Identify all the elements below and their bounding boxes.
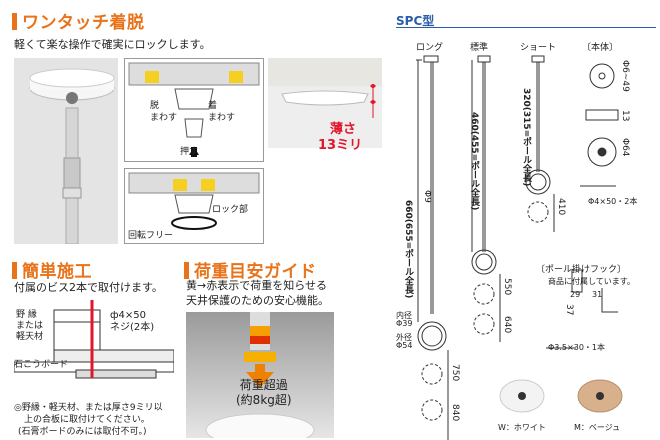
long-len-label: 660(655=ポール全長)	[403, 200, 413, 299]
ring-inner-value: Φ39	[396, 319, 413, 328]
ceiling-hanger-photo-icon	[14, 58, 118, 245]
hook-sub: 商品に付属しています。	[548, 277, 635, 286]
ring-inner-label: 内径	[396, 311, 412, 320]
screw-spec-label: ф4×50 ネジ(2本)	[110, 310, 155, 333]
product-photo	[14, 58, 118, 245]
hook-h: 37	[564, 304, 574, 316]
col-body: 〔本体〕	[582, 43, 619, 53]
col-standard: 標準	[470, 43, 489, 53]
hook-w2: 31	[592, 290, 603, 299]
load-indicator-photo	[186, 312, 334, 440]
short-len-label: 320(315=ポール全長)	[521, 88, 531, 187]
beige-label: M：ベージュ	[574, 423, 621, 432]
load-indicator-icon	[205, 312, 315, 440]
load-guide-desc2: 天井保護のための安心機能。	[186, 294, 329, 307]
thin-value: 13ミリ	[318, 138, 363, 153]
rotate-off-label: 脱 まわす	[150, 101, 178, 123]
rotate-on-label: 着 まわす	[208, 101, 236, 123]
spc-divider	[396, 27, 656, 28]
dim-750: 750	[450, 364, 460, 382]
body-dia1: Φ6~49	[620, 60, 630, 92]
ring-outer-label: 外径	[396, 333, 412, 342]
lock-diagram-icon	[128, 172, 260, 230]
dim-410: 410	[556, 198, 566, 216]
col-long: ロング	[416, 43, 444, 53]
hook-title: 〔ポール掛けフック〕	[536, 265, 627, 275]
load-guide-title: 荷重目安ガイド	[184, 257, 317, 282]
hook-w: 29	[570, 290, 581, 299]
lock-part-label: ロック部	[212, 205, 249, 215]
color-swatches-icon	[499, 379, 623, 413]
body-height: 13	[620, 110, 630, 122]
push-label: 押す	[180, 147, 199, 157]
std-len-label: 460(455=ポール全長)	[469, 112, 479, 211]
col-short: ショート	[520, 43, 557, 53]
note-line2: 上の合板に取付けてください。	[24, 415, 150, 425]
install-diagram-icon	[14, 300, 174, 379]
dim-640: 640	[502, 316, 512, 334]
body-dia2: Φ64	[620, 138, 630, 157]
pole-dimension-drawing	[416, 55, 619, 440]
dim-550: 550	[502, 278, 512, 296]
spc-title: SPC型	[396, 14, 435, 28]
hook-screw: Φ3.5×30・1本	[548, 343, 605, 352]
white-label: W：ホワイト	[498, 423, 546, 432]
note-line1: ◎野縁・軽天材、または厚さ9ミリ以	[14, 403, 163, 413]
title-bar-icon	[12, 13, 17, 30]
joist-label: 野 縁 または 軽天材	[16, 310, 44, 342]
free-rotate-label: 回転フリー	[128, 231, 174, 241]
thin-label: 薄さ	[330, 122, 357, 137]
one-touch-desc: 軽くて楽な操作で確実にロックします。	[14, 38, 211, 51]
lock-diagram-panel	[124, 168, 264, 244]
note-line3: (石膏ボードのみには取付不可。)	[18, 427, 147, 437]
thin-body-photo	[268, 58, 382, 148]
thin-body-icon	[268, 58, 382, 118]
body-screw: Φ4×50・2本	[588, 197, 638, 206]
one-touch-title: ワンタッチ着脱	[12, 8, 145, 33]
detach-diagram-panel	[124, 58, 264, 162]
dim-840: 840	[450, 404, 460, 422]
plasterboard-label: 石こうボード	[14, 360, 69, 370]
easy-install-desc: 付属のビス2本で取付けます。	[14, 281, 163, 294]
pole-dia-label: Φ9	[422, 190, 432, 203]
ring-outer-value: Φ54	[396, 341, 413, 350]
title-bar-icon	[12, 262, 17, 279]
load-guide-desc1: 黄→赤表示で荷重を知らせる	[186, 279, 327, 292]
detach-diagram-icon	[128, 62, 260, 157]
overload-label: 荷重超過 (約8kg超)	[236, 378, 292, 407]
title-bar-icon	[184, 262, 189, 279]
easy-install-title: 簡単施工	[12, 257, 92, 282]
